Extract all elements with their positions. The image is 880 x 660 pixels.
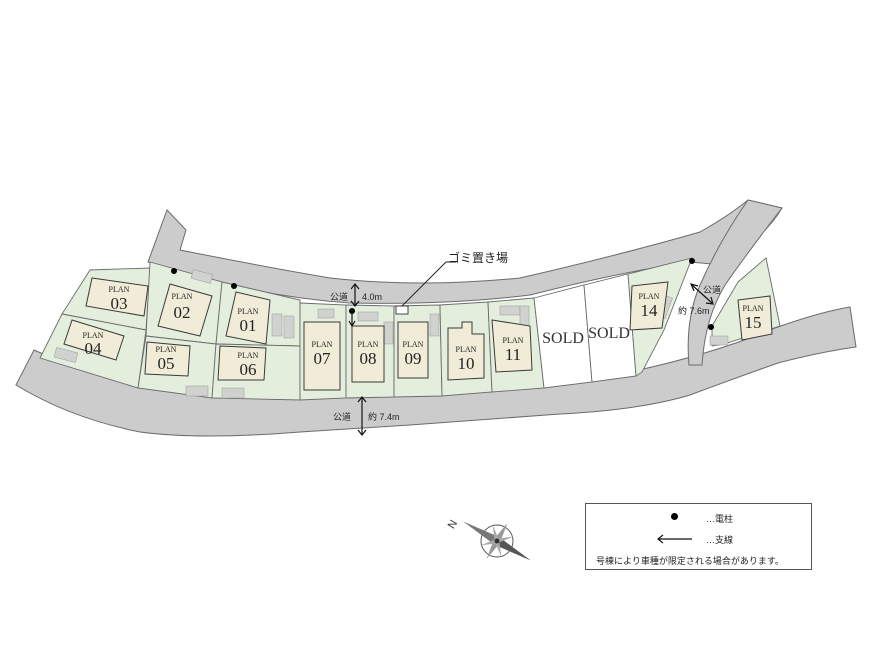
house-06 <box>217 345 267 381</box>
garbage-area-label: ゴミ置き場 <box>448 250 508 265</box>
svg-text:PLAN: PLAN <box>403 340 424 349</box>
plan-label-15: PLAN 15 <box>743 304 764 332</box>
road-bottom-width-arrow <box>357 396 367 436</box>
house-03 <box>85 277 149 317</box>
plan-label-11: PLAN 11 <box>503 336 524 364</box>
compass-rose: N <box>446 518 531 561</box>
plan-label-01: PLAN 01 <box>238 307 259 335</box>
utility-pole-icon <box>231 283 237 289</box>
svg-text:15: 15 <box>745 313 762 332</box>
svg-text:06: 06 <box>240 360 257 379</box>
map-legend: …電柱 …支線 号棟により車種が限定される場合があります。 <box>585 503 812 570</box>
house-05 <box>144 341 191 377</box>
plan-label-10: PLAN 10 <box>456 345 477 373</box>
svg-text:PLAN: PLAN <box>109 285 130 294</box>
svg-text:PLAN: PLAN <box>358 340 379 349</box>
legend-note: 号棟により車種が限定される場合があります。 <box>596 556 784 566</box>
svg-text:04: 04 <box>85 339 103 358</box>
road-bottom-width: 約 7.4m <box>368 411 400 422</box>
svg-text:01: 01 <box>240 316 257 335</box>
house-15 <box>737 295 773 341</box>
svg-text:PLAN: PLAN <box>156 345 177 354</box>
svg-text:14: 14 <box>641 301 659 320</box>
plan-label-08: PLAN 08 <box>358 340 379 368</box>
road-top-width-arrow <box>348 283 360 328</box>
compass-north-label: N <box>446 518 460 531</box>
utility-pole-icon <box>708 324 714 330</box>
house-09 <box>397 321 429 379</box>
plan-label-05: PLAN 05 <box>156 345 177 373</box>
guy-wire-arrow-icon <box>657 534 692 544</box>
svg-text:09: 09 <box>405 349 422 368</box>
road-top-label: 公道 <box>330 291 348 302</box>
house-02 <box>157 283 213 337</box>
road-bottom-label: 公道 <box>333 411 351 422</box>
svg-text:PLAN: PLAN <box>83 331 104 340</box>
svg-text:PLAN: PLAN <box>639 292 660 301</box>
svg-text:05: 05 <box>158 354 175 373</box>
svg-text:02: 02 <box>174 303 191 322</box>
house-10 <box>447 321 485 381</box>
house-04 <box>63 319 125 361</box>
svg-text:PLAN: PLAN <box>238 307 259 316</box>
svg-text:PLAN: PLAN <box>503 336 524 345</box>
utility-pole-icon <box>171 268 177 274</box>
plan-label-07: PLAN 07 <box>312 340 333 368</box>
sold-label-1: SOLD <box>542 330 584 347</box>
legend-pole-label: …電柱 <box>706 514 734 524</box>
house-08 <box>351 325 385 383</box>
road-right-width: 約 7.6m <box>678 305 710 316</box>
svg-text:PLAN: PLAN <box>172 292 193 301</box>
plan-label-02: PLAN 02 <box>172 292 193 322</box>
svg-text:03: 03 <box>111 294 128 313</box>
utility-pole-icon <box>689 258 695 264</box>
utility-pole-legend-icon <box>671 513 678 520</box>
svg-text:PLAN: PLAN <box>238 351 259 360</box>
house-14 <box>629 281 669 331</box>
house-11 <box>491 319 533 373</box>
road-top-width: 4.0m <box>362 292 382 302</box>
legend-wire-label: …支線 <box>706 535 734 545</box>
svg-text:10: 10 <box>458 354 475 373</box>
svg-text:08: 08 <box>360 349 377 368</box>
garbage-area-callout <box>395 261 456 315</box>
public-road-right <box>687 199 783 366</box>
svg-text:PLAN: PLAN <box>312 340 333 349</box>
house-01 <box>225 291 271 345</box>
svg-text:PLAN: PLAN <box>456 345 477 354</box>
svg-text:PLAN: PLAN <box>743 304 764 313</box>
sold-label-2: SOLD <box>588 325 630 342</box>
plan-label-09: PLAN 09 <box>403 340 424 368</box>
plan-label-14: PLAN 14 <box>639 292 660 320</box>
driveway-pads <box>53 269 729 399</box>
plan-label-06: PLAN 06 <box>238 351 259 379</box>
svg-text:07: 07 <box>314 349 332 368</box>
road-right-label: 公道 <box>703 284 721 295</box>
svg-text:11: 11 <box>505 345 521 364</box>
plan-label-03: PLAN 03 <box>109 285 130 313</box>
utility-poles <box>171 258 714 330</box>
plan-label-04: PLAN 04 <box>83 331 104 358</box>
house-07 <box>303 321 341 391</box>
road-right-width-arrow <box>689 283 714 305</box>
